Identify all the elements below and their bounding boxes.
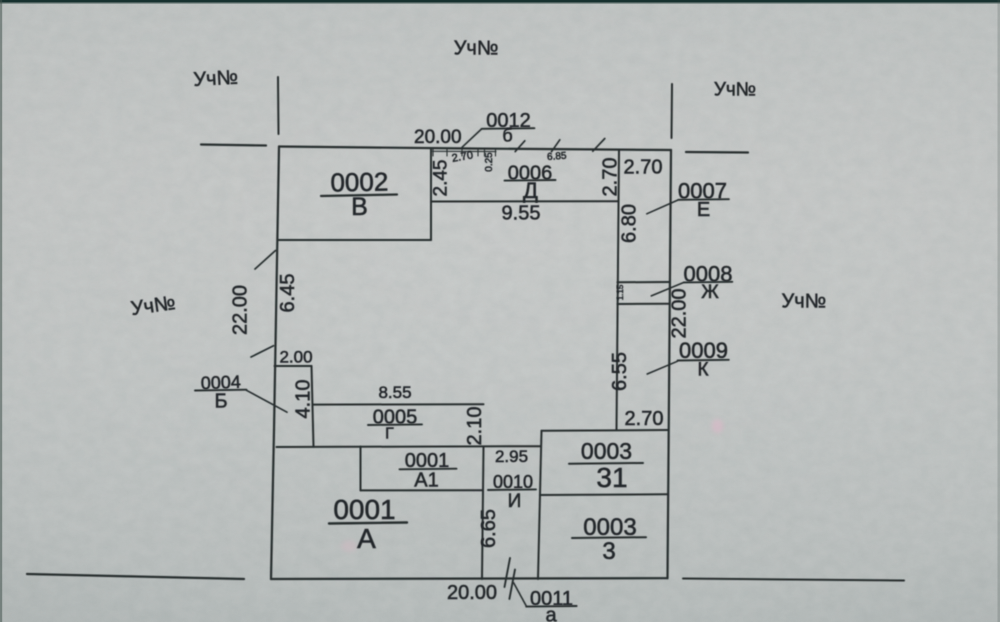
svg-text:б: б (502, 126, 512, 146)
svg-text:В: В (351, 193, 368, 221)
svg-text:А: А (357, 523, 376, 554)
svg-text:6.80: 6.80 (619, 204, 641, 243)
svg-text:1.15: 1.15 (616, 284, 625, 300)
svg-text:22.00: 22.00 (230, 285, 252, 335)
svg-text:Е: Е (697, 199, 710, 221)
svg-text:31: 31 (596, 462, 627, 493)
svg-text:2.95: 2.95 (495, 447, 528, 466)
svg-text:0011: 0011 (530, 588, 573, 610)
svg-text:а: а (545, 605, 557, 622)
svg-text:Уч№: Уч№ (454, 38, 499, 60)
svg-text:2.70: 2.70 (600, 158, 622, 197)
svg-text:0006: 0006 (508, 163, 553, 185)
svg-text:2.70: 2.70 (624, 157, 663, 179)
svg-text:2.10: 2.10 (464, 407, 486, 446)
svg-text:Б: Б (214, 391, 227, 413)
svg-text:6.65: 6.65 (478, 509, 500, 548)
svg-text:Уч№: Уч№ (782, 291, 827, 313)
svg-text:0001: 0001 (405, 450, 450, 472)
svg-text:22.00: 22.00 (669, 288, 691, 338)
svg-text:0007: 0007 (678, 179, 727, 204)
svg-text:6.55: 6.55 (609, 352, 631, 391)
svg-text:К: К (697, 360, 708, 381)
svg-text:0012: 0012 (486, 110, 531, 132)
svg-text:0003: 0003 (581, 438, 632, 464)
svg-text:2.00: 2.00 (279, 348, 312, 367)
svg-text:2.70: 2.70 (625, 408, 664, 430)
svg-text:3: 3 (602, 538, 615, 565)
svg-text:0008: 0008 (684, 261, 733, 286)
svg-text:0001: 0001 (333, 494, 395, 525)
svg-text:Г: Г (385, 426, 394, 443)
svg-text:0002: 0002 (330, 166, 388, 197)
svg-text:0.25: 0.25 (484, 152, 495, 172)
svg-text:Д: Д (523, 178, 538, 203)
svg-text:Ж: Ж (701, 282, 719, 303)
svg-text:20.00: 20.00 (447, 582, 497, 604)
svg-text:6.45: 6.45 (277, 274, 299, 313)
svg-text:Уч№: Уч№ (193, 67, 239, 91)
svg-text:А1: А1 (414, 469, 438, 491)
svg-text:Уч№: Уч№ (714, 80, 756, 101)
svg-text:2.45: 2.45 (431, 160, 452, 197)
svg-text:0005: 0005 (373, 407, 418, 429)
svg-text:4.10: 4.10 (293, 380, 315, 419)
svg-text:И: И (508, 491, 522, 512)
svg-text:9.55: 9.55 (502, 203, 541, 225)
svg-text:0009: 0009 (679, 338, 728, 363)
svg-text:0010: 0010 (493, 472, 533, 492)
svg-text:6.85: 6.85 (547, 151, 568, 163)
svg-text:2.70: 2.70 (451, 149, 474, 165)
svg-text:0003: 0003 (583, 514, 636, 541)
svg-text:20.00: 20.00 (414, 127, 462, 148)
svg-text:0004: 0004 (200, 372, 241, 393)
svg-text:8.55: 8.55 (378, 383, 411, 402)
